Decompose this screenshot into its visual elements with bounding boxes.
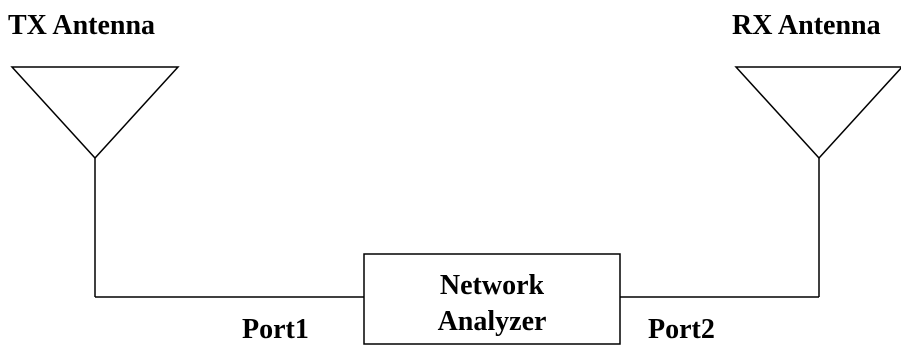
network-analyzer-box <box>363 253 621 345</box>
analyzer-label-line2: Analyzer <box>437 306 547 337</box>
tx-antenna-label: TX Antenna <box>8 10 156 41</box>
port1-label: Port1 <box>242 314 309 345</box>
port2-label: Port2 <box>648 314 715 345</box>
analyzer-label-line1: Network <box>439 270 545 301</box>
tx-antenna-icon <box>10 66 180 160</box>
rx-antenna-label: RX Antenna <box>732 10 881 41</box>
rx-antenna-icon <box>734 66 901 160</box>
network-analyzer-label: Network Analyzer <box>364 262 620 346</box>
